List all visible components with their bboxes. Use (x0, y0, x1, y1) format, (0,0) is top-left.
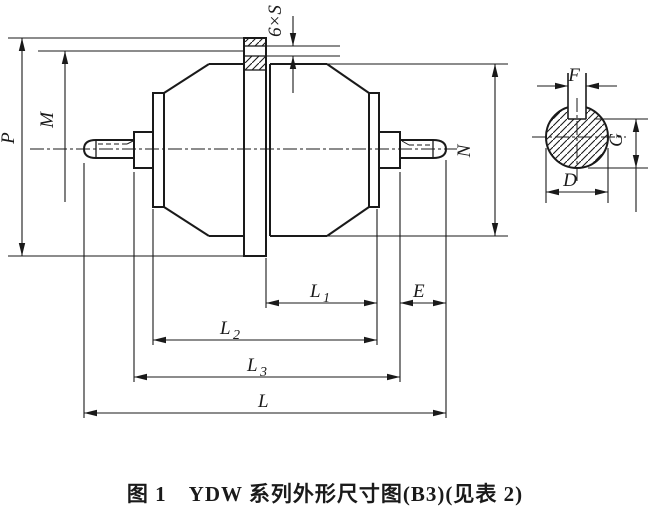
label-L2: L (219, 318, 231, 339)
right-cone-cylinder (269, 63, 370, 237)
label-6xS: 6×S (265, 5, 286, 37)
right-end-plate (368, 92, 380, 208)
label-E: E (412, 281, 425, 302)
dimension-labels: P M 6×S N F G D L 1 E L 2 L 3 L (0, 5, 627, 412)
detail-centerlines (532, 98, 626, 183)
left-shaft-boss (133, 131, 154, 169)
keyway-slot (567, 73, 587, 120)
label-F: F (567, 65, 580, 86)
left-cone-cylinder (163, 63, 244, 237)
mounting-flange (243, 37, 267, 257)
label-L3: L (246, 355, 258, 376)
right-keyway-edge (401, 140, 410, 146)
label-L2-sub: 2 (233, 328, 240, 343)
left-end-plate (152, 92, 165, 208)
figure-caption: 图 1 YDW 系列外形尺寸图(B3)(见表 2) (127, 482, 523, 506)
label-M: M (37, 111, 58, 129)
label-G: G (606, 133, 627, 147)
label-P: P (0, 132, 19, 145)
label-L1: L (309, 281, 321, 302)
label-L3-sub: 3 (259, 365, 267, 380)
flange-section-hatch-upper (243, 37, 267, 47)
right-shaft-boss (378, 131, 401, 169)
label-L: L (257, 391, 269, 412)
label-D: D (562, 170, 577, 191)
left-shaft (82, 139, 134, 159)
right-shaft (400, 139, 448, 159)
label-L1-sub: 1 (323, 291, 330, 306)
label-N: N (454, 143, 475, 158)
motor-body-outline (30, 37, 457, 257)
detail-dimensions (537, 82, 648, 212)
flange-section-hatch-lower (243, 55, 267, 71)
dimension-lines (8, 16, 508, 418)
shaft-cross-section-detail (532, 73, 648, 212)
left-keyway-edge (126, 140, 134, 145)
